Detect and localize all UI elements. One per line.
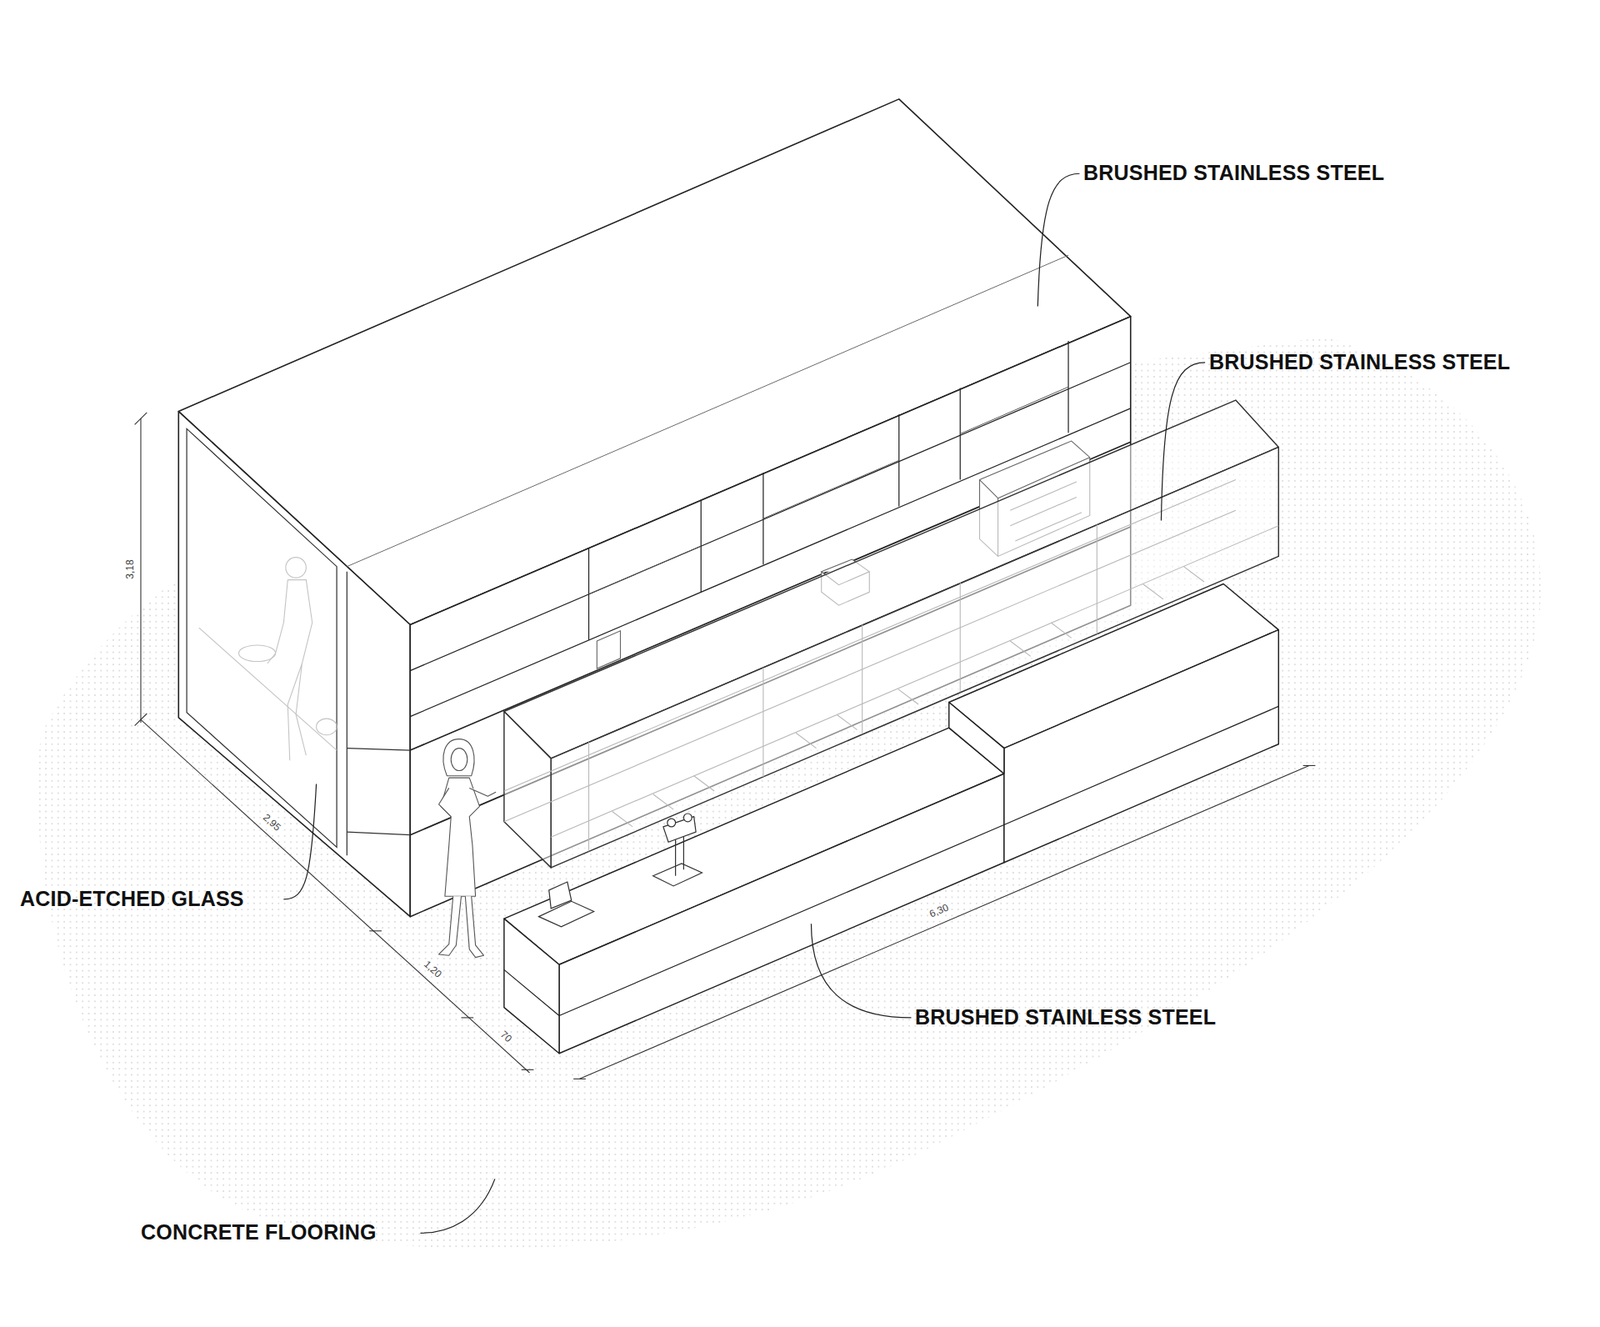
glass-interior <box>199 557 337 761</box>
leader-lines <box>283 173 1205 1233</box>
counter-equipment-part <box>549 881 572 909</box>
glass-end-part <box>346 748 410 750</box>
glass-interior-part <box>267 580 313 761</box>
dimension-value: 6,30 <box>926 901 952 921</box>
leader-lines-part <box>1160 362 1205 521</box>
dimension-lines-part <box>369 930 382 931</box>
dimension-value: 1,20 <box>420 957 445 981</box>
counter-part <box>504 705 1279 1015</box>
counter-equipment-part <box>539 900 595 927</box>
back-cabinet-part <box>178 411 410 917</box>
material-callout: BRUSHED STAINLESS STEEL <box>1209 350 1510 375</box>
leader-lines-part <box>420 1178 495 1233</box>
counter <box>504 583 1279 1053</box>
floating-shelf-interior-part <box>960 582 961 692</box>
floating-shelf-interior-part <box>861 624 863 734</box>
counter-equipment-part <box>653 863 703 886</box>
material-callout: BRUSHED STAINLESS STEEL <box>1083 161 1385 185</box>
floating-shelf-interior-part <box>1096 524 1098 634</box>
dimension-value: 3,18 <box>125 557 136 580</box>
person-figure-part <box>450 748 468 771</box>
floating-shelf-part <box>504 711 551 868</box>
dimension-lines <box>135 412 1316 1080</box>
dimension-lines-part <box>140 418 141 723</box>
floating-shelf-interior-part <box>588 741 590 851</box>
leader-lines-part <box>283 783 316 899</box>
glass-interior-part <box>285 557 306 578</box>
glass-end-part <box>186 428 337 847</box>
dimension-value: 70 <box>496 1027 515 1045</box>
person-figure-part <box>439 787 497 816</box>
glass-end-part <box>346 831 410 835</box>
counter-part <box>504 918 560 1054</box>
floating-shelf-interior-part <box>762 667 764 777</box>
glass-interior-part <box>316 718 337 735</box>
counter-part <box>1004 630 1279 863</box>
leader-lines-part <box>1037 173 1080 306</box>
leader-lines-part <box>810 923 911 1018</box>
glass-end-part <box>346 571 348 855</box>
glass-interior-part <box>199 627 337 750</box>
counter-part <box>949 702 1005 775</box>
counter-equipment <box>539 813 703 927</box>
dimension-lines-part <box>580 765 1310 1079</box>
dimension-value: 2,95 <box>259 810 284 835</box>
glass-interior-part <box>239 645 276 662</box>
dimension-lines-part <box>135 412 148 425</box>
material-callout: BRUSHED STAINLESS STEEL <box>915 1005 1216 1030</box>
material-callout: ACID-ETCHED GLASS <box>20 887 245 911</box>
dimension-lines-part <box>521 1069 535 1070</box>
person-figure-part <box>439 895 485 957</box>
counter-equipment-part <box>683 813 692 822</box>
counter-equipment-part <box>667 818 676 827</box>
dimension-lines-part <box>460 1016 474 1018</box>
dimension-lines-part <box>1303 765 1316 766</box>
person-figure-part <box>443 739 475 776</box>
dimension-lines-part <box>573 1078 586 1080</box>
person-figure <box>439 739 497 958</box>
counter-equipment-part <box>675 835 685 876</box>
material-callout: CONCRETE FLOORING <box>140 1220 377 1245</box>
